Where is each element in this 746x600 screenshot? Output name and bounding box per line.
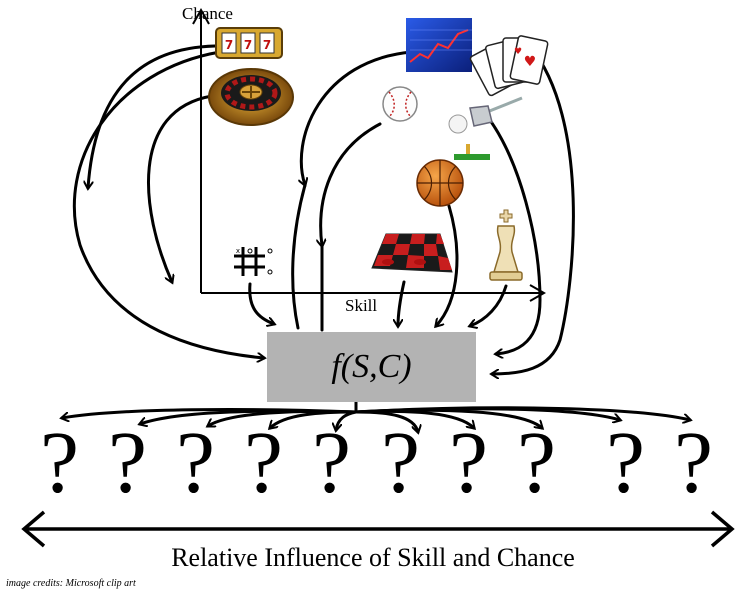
- branch-5: [336, 410, 358, 430]
- baseball-icon: [382, 86, 418, 122]
- tic-tac-toe-icon: x: [234, 247, 273, 276]
- playing-cards-icon: ♥ ♥: [469, 35, 549, 97]
- arrow-roulette: [147, 94, 214, 282]
- axes: [192, 7, 547, 302]
- arrow-tictactoe: [248, 282, 274, 324]
- skill-axis-label: Skill: [345, 296, 378, 315]
- arrow-chess: [470, 284, 508, 326]
- image-credits: image credits: Microsoft clip art: [6, 578, 136, 589]
- checkers-board-icon: [371, 233, 453, 273]
- basketball-icon: [416, 159, 464, 207]
- outcome-question-1: ?: [40, 415, 80, 512]
- arrow-slot-to-box: [72, 50, 264, 358]
- outcome-question-10: ?: [674, 415, 714, 512]
- chance-axis-arrowhead: [192, 7, 210, 25]
- svg-text:7: 7: [225, 38, 233, 52]
- branch-10: [354, 406, 690, 420]
- golf-club-icon: [448, 96, 523, 160]
- roulette-wheel-icon: [208, 68, 294, 126]
- outcome-question-7: ?: [449, 415, 489, 512]
- svg-text:x: x: [236, 247, 240, 255]
- chess-king-icon: [489, 209, 523, 281]
- outcome-question-4: ?: [244, 415, 284, 512]
- arrow-stock: [301, 50, 414, 185]
- outcome-question-8: ?: [517, 415, 557, 512]
- output-arrows: [62, 400, 690, 432]
- arrow-baseball: [321, 122, 382, 246]
- input-arrows: [72, 44, 575, 374]
- scale-arrow: [21, 510, 735, 548]
- svg-text:7: 7: [244, 38, 252, 52]
- scale-arrowhead-left: [21, 510, 46, 548]
- arrow-checkers: [398, 280, 406, 326]
- stock-chart-icon: [406, 18, 472, 72]
- scale-label: Relative Influence of Skill and Chance: [171, 543, 575, 572]
- outcome-question-9: ?: [606, 415, 646, 512]
- outcome-question-2: ?: [108, 415, 148, 512]
- arrow-golf: [485, 114, 542, 354]
- outcome-question-6: ?: [381, 415, 421, 512]
- svg-text:♥: ♥: [524, 54, 537, 70]
- skill-axis-arrowhead: [529, 284, 547, 302]
- arrow-cards: [492, 44, 575, 374]
- outcome-question-5: ?: [312, 415, 352, 512]
- slot-machine-icon: 7 7 7: [215, 27, 283, 59]
- chance-axis-label: Chance: [182, 4, 233, 23]
- arrow-basketball: [436, 204, 459, 326]
- outcome-question-3: ?: [176, 415, 216, 512]
- branch-4: [270, 410, 358, 428]
- svg-text:♥: ♥: [514, 47, 522, 57]
- arrow-stock-tail: [291, 183, 307, 330]
- scale-arrowhead-right: [710, 510, 735, 548]
- arrow-slot-left: [88, 44, 217, 188]
- function-box: f(S,C): [267, 332, 476, 402]
- svg-text:7: 7: [263, 38, 271, 52]
- function-label: f(S,C): [331, 348, 412, 385]
